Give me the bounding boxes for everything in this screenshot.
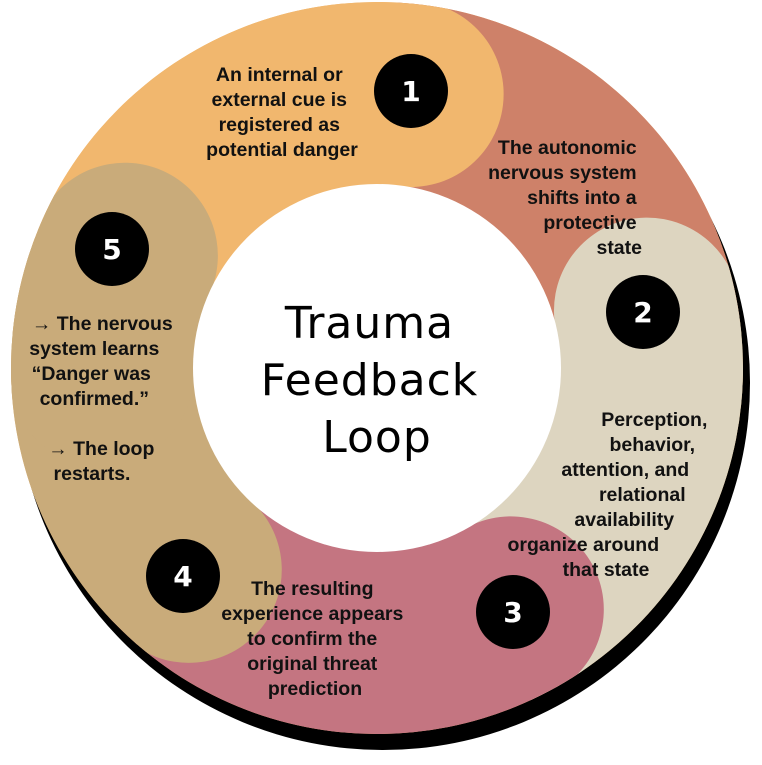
step-5-badge: 5 <box>75 212 149 286</box>
svg-text:An internal or external: An internal or external cue is registere… <box>206 64 358 161</box>
step-2-line: shifts into a <box>527 187 637 209</box>
step-5-line: system learns <box>29 338 159 360</box>
step-2-line: state <box>596 237 642 259</box>
svg-text:Perception, behavior,: Perception, behavior, attention, and rel… <box>507 409 712 581</box>
badge-circle <box>374 54 448 128</box>
badge-circle <box>75 212 149 286</box>
step-3-line: attention, and <box>561 459 689 481</box>
step-4-line: prediction <box>268 678 362 700</box>
step-1-text: An internal or external cue is registere… <box>206 64 358 161</box>
badge-number: 2 <box>633 296 652 329</box>
svg-text:→ The nervous system lea: → The nervous system learns “Danger was … <box>29 313 178 485</box>
step-5-line: → The loop <box>48 438 154 460</box>
step-4-line: The resulting <box>251 578 373 600</box>
step-1-line: potential danger <box>206 139 358 161</box>
step-4-line: original threat <box>247 653 378 675</box>
center-circle <box>193 184 561 552</box>
step-3-line: organize around <box>507 534 659 556</box>
step-3-text: Perception, behavior, attention, and rel… <box>507 409 712 581</box>
step-5-text: → The nervous system learns “Danger was … <box>29 313 178 485</box>
step-4-line: experience appears <box>221 603 403 625</box>
badge-number: 1 <box>401 75 420 108</box>
step-2-line: The autonomic <box>498 137 637 159</box>
diagram-title: Trauma Feedback Loop <box>261 298 494 463</box>
badge-circle <box>146 539 220 613</box>
badge-number: 3 <box>503 596 522 629</box>
step-5-line: restarts. <box>54 463 131 485</box>
step-5-line: confirmed.” <box>40 388 149 410</box>
step-5-line: → The nervous <box>32 313 173 335</box>
step-1-line: external cue is <box>212 89 348 111</box>
step-1-line: An internal or <box>216 64 343 86</box>
step-2-line: protective <box>543 212 636 234</box>
step-3-line: Perception, <box>601 409 707 431</box>
step-2-text: The autonomic nervous system shifts into… <box>488 137 642 259</box>
svg-text:The autonomic nervous sy: The autonomic nervous system shifts into… <box>488 137 642 259</box>
step-4-text: The resulting experience appears to conf… <box>221 578 409 700</box>
badge-circle <box>476 575 550 649</box>
step-4-badge: 4 <box>146 539 220 613</box>
title-line-2: Feedback <box>261 355 479 406</box>
step-3-badge: 3 <box>476 575 550 649</box>
title-line-1: Trauma <box>284 298 454 349</box>
badge-number: 4 <box>173 560 192 593</box>
step-1-line: registered as <box>219 114 341 136</box>
step-4-line: to confirm the <box>247 628 377 650</box>
step-2-line: nervous system <box>488 162 637 184</box>
step-5-line: “Danger was <box>32 363 151 385</box>
badge-circle <box>606 275 680 349</box>
title-line-3: Loop <box>322 412 432 463</box>
step-3-line: relational <box>599 484 686 506</box>
step-2-badge: 2 <box>606 275 680 349</box>
step-3-line: availability <box>574 509 674 531</box>
step-1-badge: 1 <box>374 54 448 128</box>
step-3-line: that state <box>563 559 650 581</box>
svg-text:The resulting experience: The resulting experience appears to conf… <box>221 578 409 700</box>
step-3-line: behavior, <box>609 434 695 456</box>
badge-number: 5 <box>102 233 121 266</box>
